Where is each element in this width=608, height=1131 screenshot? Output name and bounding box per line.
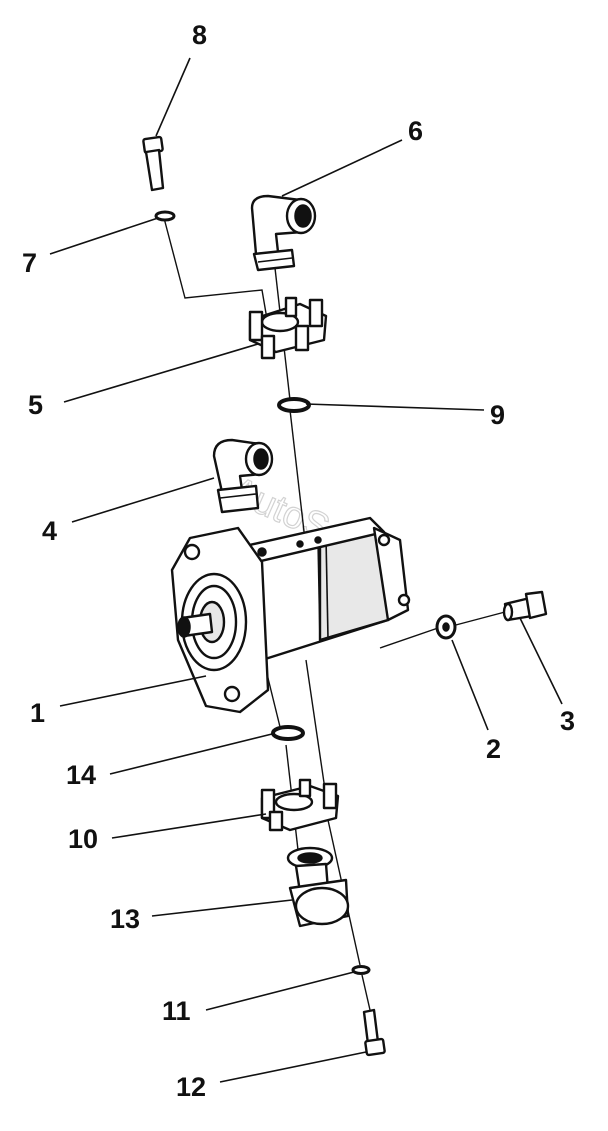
elbow-fitting-top <box>250 194 317 272</box>
o-ring-top <box>277 397 311 413</box>
label-10: 10 <box>68 824 98 854</box>
washer-small-bottom <box>351 965 371 975</box>
elbow-fitting-side <box>212 438 274 514</box>
bolt-side <box>502 590 548 622</box>
bolt-bottom <box>362 1008 386 1057</box>
leader-lines <box>49 57 563 1083</box>
label-13: 13 <box>110 904 140 934</box>
washer-side <box>435 614 457 640</box>
label-8: 8 <box>192 20 207 50</box>
label-11: 11 <box>162 996 191 1026</box>
part-number-labels: 8 6 7 5 9 4 1 3 2 14 10 13 11 12 <box>22 20 575 1102</box>
label-1: 1 <box>30 698 45 728</box>
bolt-top <box>142 135 165 192</box>
adapter-bushing <box>286 846 350 928</box>
label-4: 4 <box>42 516 57 546</box>
label-9: 9 <box>490 400 505 430</box>
label-3: 3 <box>560 706 575 736</box>
o-ring-bottom <box>271 725 305 741</box>
hydraulic-pump <box>170 516 411 714</box>
flange-top <box>248 296 328 360</box>
label-7: 7 <box>22 248 37 278</box>
label-14: 14 <box>66 760 96 790</box>
label-2: 2 <box>486 734 501 764</box>
label-5: 5 <box>28 390 43 420</box>
washer-small-top <box>154 210 176 222</box>
label-6: 6 <box>408 116 423 146</box>
label-12: 12 <box>176 1072 206 1102</box>
flange-bottom <box>260 778 340 832</box>
